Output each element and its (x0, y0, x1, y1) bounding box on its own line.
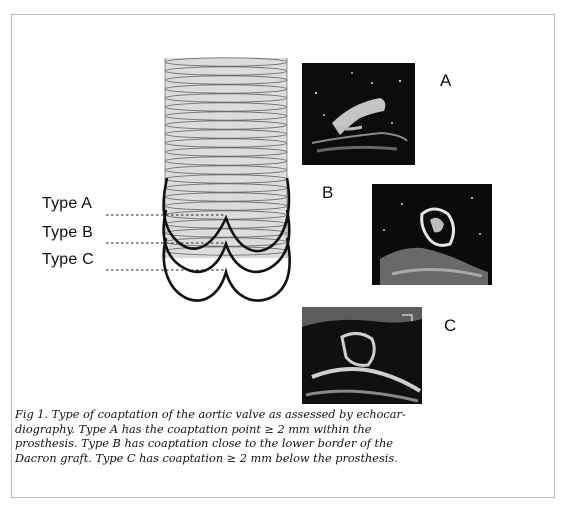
panel-letter-b: B (322, 183, 333, 203)
caption-line: diography. Type A has the coaptation poi… (15, 423, 545, 438)
type-a-label: Type A (42, 195, 92, 213)
caption-line: Fig 1. Type of coaptation of the aortic … (15, 408, 545, 423)
echocardiogram-a (302, 63, 415, 165)
figure-caption: Fig 1. Type of coaptation of the aortic … (15, 408, 545, 466)
panel-letter-a: A (440, 71, 451, 91)
panel-letter-c: C (444, 316, 456, 336)
echocardiogram-c (302, 307, 422, 404)
caption-line: Dacron graft. Type C has coaptation ≥ 2 … (15, 452, 545, 467)
echocardiogram-b (372, 184, 492, 285)
type-c-label: Type C (42, 251, 94, 269)
type-b-label: Type B (42, 224, 93, 242)
caption-line: prosthesis. Type B has coaptation close … (15, 437, 545, 452)
